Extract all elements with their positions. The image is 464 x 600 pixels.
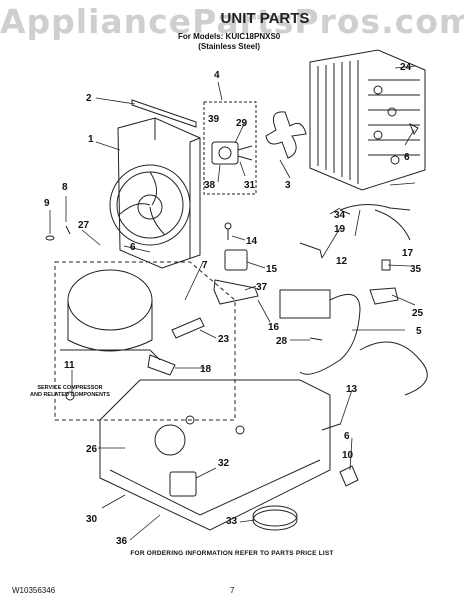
sensor-cord xyxy=(374,209,411,241)
page-number: 7 xyxy=(230,586,235,595)
callout: 17 xyxy=(402,248,414,259)
callout: 10 xyxy=(342,450,354,461)
part-14-clip xyxy=(224,222,232,230)
fan-blade xyxy=(265,111,307,159)
fan-shroud-side xyxy=(154,118,201,258)
base-plate xyxy=(99,379,331,531)
callout: 24 xyxy=(400,62,412,73)
screw xyxy=(409,122,419,136)
callout: 36 xyxy=(116,536,128,547)
callout: 6 xyxy=(130,242,136,253)
callout: 33 xyxy=(226,516,238,527)
service-note: SERVICE COMPRESSOR AND RELATED COMPONENT… xyxy=(30,385,110,399)
callout: 12 xyxy=(336,256,348,267)
callout: 30 xyxy=(86,514,98,525)
gasket-strip xyxy=(131,99,197,128)
part-28 xyxy=(309,337,323,341)
callout: 37 xyxy=(256,282,268,293)
wire-harness xyxy=(339,204,411,215)
bracket xyxy=(213,279,259,305)
controller xyxy=(279,289,331,319)
fan-motor-assembly xyxy=(211,141,239,165)
grommet xyxy=(65,391,75,401)
washer xyxy=(45,235,55,241)
callout: 6 xyxy=(404,152,410,163)
part-25 xyxy=(369,287,399,305)
callout: 11 xyxy=(64,360,75,371)
fan-ring xyxy=(109,164,191,246)
coil-tube xyxy=(252,509,298,531)
callout: 35 xyxy=(410,264,422,275)
callout: 1 xyxy=(88,134,94,145)
callout: 7 xyxy=(202,260,208,271)
callout: 3 xyxy=(285,180,291,191)
callout: 9 xyxy=(44,198,50,209)
fan-motor xyxy=(137,194,163,220)
part-18 xyxy=(147,354,176,376)
service-note-line1: SERVICE COMPRESSOR xyxy=(37,385,103,391)
document-id: W10356346 xyxy=(12,586,56,595)
watermark: AppliancePartsPros.com xyxy=(0,2,464,41)
tube-fitting xyxy=(321,423,341,431)
callout: 13 xyxy=(346,384,358,395)
ordering-note: FOR ORDERING INFORMATION REFER TO PARTS … xyxy=(130,550,334,557)
callout: 27 xyxy=(78,220,90,231)
callout: 4 xyxy=(214,70,220,81)
callout: 38 xyxy=(204,180,216,191)
motor-group-box xyxy=(203,101,257,195)
relay xyxy=(224,249,248,271)
callout-numbers: 1 2 3 4 5 6 6 6 7 8 9 10 11 12 13 14 15 … xyxy=(44,62,424,547)
power-cord xyxy=(359,341,428,396)
callout: 8 xyxy=(62,182,68,193)
callout: 15 xyxy=(266,264,278,275)
callout: 23 xyxy=(218,334,230,345)
main-wire-harness xyxy=(299,293,361,375)
part-10 xyxy=(339,465,359,487)
callout: 26 xyxy=(86,444,98,455)
model-info: For Models: KUIC18PNXS0 (Stainless Steel… xyxy=(178,32,280,52)
model-line: For Models: KUIC18PNXS0 xyxy=(178,32,281,41)
callout: 16 xyxy=(268,322,280,333)
valve xyxy=(169,471,197,497)
condenser-coil xyxy=(309,49,426,191)
clip xyxy=(65,225,71,235)
callout: 29 xyxy=(236,118,248,129)
callout: 18 xyxy=(200,364,212,375)
callout: 19 xyxy=(334,224,346,235)
compressor xyxy=(67,269,153,331)
filter-drier xyxy=(171,317,205,339)
service-note-line2: AND RELATED COMPONENTS xyxy=(30,392,110,398)
drain-tube xyxy=(299,242,323,259)
diagram-title: UNIT PARTS xyxy=(220,10,310,27)
callout: 34 xyxy=(334,210,346,221)
service-box xyxy=(54,261,236,421)
callout: 39 xyxy=(208,114,220,125)
callout: 14 xyxy=(246,236,258,247)
callout: 25 xyxy=(412,308,424,319)
callout: 5 xyxy=(416,326,422,337)
callout: 6 xyxy=(344,431,350,442)
callout: 31 xyxy=(244,180,256,191)
callout: 32 xyxy=(218,458,230,469)
callout: 2 xyxy=(86,93,92,104)
model-finish: (Stainless Steel) xyxy=(198,42,261,51)
callout: 28 xyxy=(276,336,288,347)
